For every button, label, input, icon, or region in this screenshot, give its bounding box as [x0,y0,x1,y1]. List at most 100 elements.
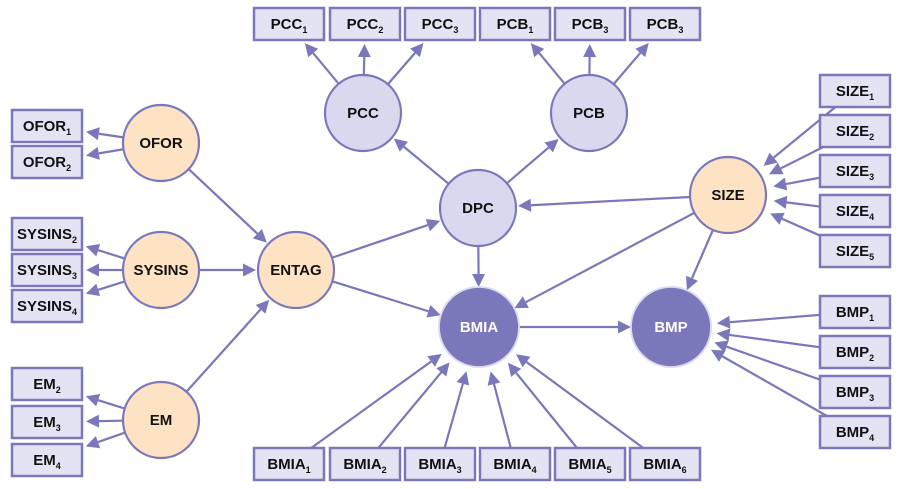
arrowhead-icon [426,305,441,318]
node-label: EM [150,412,173,429]
arrowhead-icon [252,228,267,243]
indicator-label: SIZE2 [836,123,874,142]
arrowhead-icon [514,296,529,309]
loading-bmp1-to-bmp [716,313,821,329]
indicator-ofor1: OFOR1 [10,108,84,144]
indicator-label: SYSINS2 [17,226,77,245]
indicator-sysins4: SYSINS4 [10,288,84,324]
indicators-layer: OFOR1OFOR2SYSINS2SYSINS3SYSINS4EM2EM3EM4… [10,6,892,482]
loading-ofor-to-ofor1 [85,127,124,141]
node-label: SYSINS [133,262,188,279]
loading-pcb-to-pcb3a [583,43,597,76]
loading-pcc-to-pcc3 [387,43,424,85]
indicator-label: SIZE3 [836,163,874,182]
node-circle [121,103,201,183]
indicator-label: PCC1 [271,16,308,35]
indicator-box [328,446,402,482]
indicator-size1: SIZE1 [818,73,892,109]
indicator-bmia3: BMIA3 [403,446,477,482]
path-entag-to-bmia [331,280,441,318]
indicator-size4: SIZE4 [818,193,892,229]
arrowhead-icon [517,198,532,212]
node-circle [256,230,336,310]
indicator-box [818,414,892,450]
indicator-em3: EM3 [10,404,84,440]
arrowhead-icon [686,275,698,291]
node-circle [549,73,629,153]
latent-node-entag: ENTAG [256,230,336,310]
arrowhead-icon [773,195,788,209]
indicator-label: EM2 [33,376,61,395]
arrowhead-icon [773,177,788,191]
loading-pcb-to-pcb1 [530,43,566,85]
node-circle [323,73,403,153]
latent-node-pcc: PCC [323,73,403,153]
node-label: ENTAG [270,262,321,279]
arrowhead-icon [85,146,100,160]
path-size-to-bmp [686,229,714,291]
loading-ofor-to-ofor2 [85,146,124,160]
loading-size5-to-size [770,212,821,237]
path-dpc-to-pcb [506,139,559,185]
arrowhead-icon [427,353,442,367]
node-label: SIZE [711,187,744,204]
loading-bmp3-to-bmp [714,340,821,381]
arrowhead-icon [583,43,597,58]
arrowhead-icon [635,43,649,58]
path-dpc-to-bmia [472,245,486,288]
arrowhead-icon [716,315,731,329]
latent-node-em: EM [121,380,201,460]
loading-em-to-em2 [85,393,126,410]
indicator-box [818,334,892,370]
loading-size2-to-size [769,146,824,175]
loading-bmia6-to-bmia [516,354,644,449]
indicator-pcc1: PCC1 [252,6,326,42]
node-label: BMP [654,319,687,336]
indicator-box [10,108,84,144]
arrowhead-icon [714,340,729,353]
indicator-box [478,6,552,42]
indicator-label: SIZE4 [836,203,874,222]
arrowhead-icon [85,283,101,297]
indicator-label: EM4 [33,452,61,471]
loading-pcc-to-pcc1 [304,43,340,85]
indicator-box [818,294,892,330]
indicator-label: SYSINS3 [17,262,77,281]
indicator-box [818,73,892,109]
node-circle [631,287,711,367]
node-label: PCB [573,105,605,122]
edges-layer [85,43,837,449]
indicator-bmp4: BMP4 [818,414,892,450]
indicator-box [478,446,552,482]
path-size-to-dpc [517,195,691,212]
indicator-size3: SIZE3 [818,153,892,189]
loading-bmia2-to-bmia [377,362,450,449]
loading-bmia5-to-bmia [507,362,578,449]
loading-bmp4-to-bmp [710,349,828,417]
indicator-label: BMIA5 [568,456,611,475]
path-em-to-entag [185,299,270,393]
indicator-bmia1: BMIA1 [252,446,326,482]
latent-node-ofor: OFOR [121,103,201,183]
indicator-bmia4: BMIA4 [478,446,552,482]
indicator-pcc3: PCC3 [403,6,477,42]
indicator-box [553,6,627,42]
path-entag-to-dpc [331,218,441,259]
arrowhead-icon [516,354,531,368]
node-circle [438,168,518,248]
loading-bmia4-to-bmia [487,371,512,449]
loading-sysins-to-sysins2 [85,243,126,260]
indicator-box [10,144,84,180]
arrowhead-icon [456,371,470,386]
latent-node-dpc: DPC [438,168,518,248]
path-size-to-bmia [514,211,695,309]
indicator-label: OFOR1 [23,118,71,137]
arrowhead-icon [507,362,522,377]
loading-size3-to-size [773,176,821,191]
indicator-bmia6: BMIA6 [628,446,702,482]
arrowhead-icon [85,414,100,428]
indicator-size2: SIZE2 [818,113,892,149]
indicator-bmp2: BMP2 [818,334,892,370]
latent-node-bmp: BMP [630,286,712,368]
